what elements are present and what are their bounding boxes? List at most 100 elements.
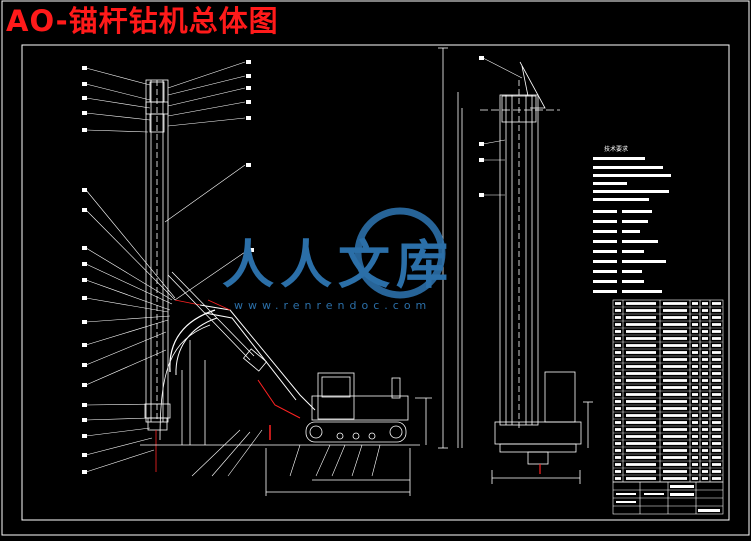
table-cell-text	[712, 344, 721, 347]
table-cell-text	[712, 365, 721, 368]
table-cell-text	[615, 470, 621, 473]
table-cell-text	[615, 393, 621, 396]
notes-lines	[593, 157, 671, 293]
table-cell-text	[692, 323, 698, 326]
table-cell-text	[702, 400, 708, 403]
table-cell-text	[702, 477, 708, 480]
table-cell-text	[663, 470, 687, 473]
table-cell-text	[692, 477, 698, 480]
table-cell-text	[712, 470, 721, 473]
table-cell-text	[615, 477, 621, 480]
table-cell-text	[692, 400, 698, 403]
table-cell-text	[663, 442, 687, 445]
table-cell-text	[712, 379, 721, 382]
table-cell-text	[615, 435, 621, 438]
table-cell-text	[663, 337, 687, 340]
table-cell-text	[712, 463, 721, 466]
table-cell-text	[702, 393, 708, 396]
table-cell-text	[712, 337, 721, 340]
table-cell-text	[663, 456, 687, 459]
table-cell-text	[615, 358, 621, 361]
table-cell-text	[692, 386, 698, 389]
table-cell-text	[712, 449, 721, 452]
table-cell-text	[626, 470, 656, 473]
table-cell-text	[663, 316, 687, 319]
table-cell-text	[712, 330, 721, 333]
table-cell-text	[692, 393, 698, 396]
table-cell-text	[692, 302, 698, 305]
table-cell-text	[702, 358, 708, 361]
table-cell-text	[712, 393, 721, 396]
table-cell-text	[712, 358, 721, 361]
table-cell-text	[702, 379, 708, 382]
table-cell-text	[692, 344, 698, 347]
table-cell-text	[615, 309, 621, 312]
table-cell-text	[615, 379, 621, 382]
table-cell-text	[615, 365, 621, 368]
table-cell-text	[692, 428, 698, 431]
table-cell-text	[702, 344, 708, 347]
table-cell-text	[663, 372, 687, 375]
table-cell-text	[626, 449, 656, 452]
table-cell-text	[626, 386, 656, 389]
table-cell-text	[692, 358, 698, 361]
title-block	[612, 481, 724, 515]
table-cell-text	[692, 372, 698, 375]
table-cell-text	[615, 386, 621, 389]
table-cell-text	[615, 463, 621, 466]
table-cell-text	[626, 456, 656, 459]
table-cell-text	[702, 330, 708, 333]
table-cell-text	[692, 463, 698, 466]
table-cell-text	[615, 421, 621, 424]
table-cell-text	[626, 302, 656, 305]
table-cell-text	[626, 393, 656, 396]
table-cell-text	[692, 442, 698, 445]
table-cell-text	[692, 316, 698, 319]
table-cell-text	[615, 344, 621, 347]
table-cell-text	[663, 407, 687, 410]
table-cell-text	[626, 344, 656, 347]
table-cell-text	[663, 428, 687, 431]
table-cell-text	[702, 456, 708, 459]
table-cell-text	[615, 456, 621, 459]
table-cell-text	[702, 449, 708, 452]
table-cell-text	[626, 330, 656, 333]
left-view	[82, 60, 432, 496]
table-cell-text	[626, 316, 656, 319]
table-cell-text	[615, 449, 621, 452]
table-cell-text	[712, 400, 721, 403]
table-cell-text	[626, 309, 656, 312]
table-cell-text	[692, 407, 698, 410]
table-cell-text	[626, 463, 656, 466]
table-cell-text	[712, 316, 721, 319]
table-cell-text	[615, 400, 621, 403]
table-cell-text	[615, 330, 621, 333]
table-cell-text	[663, 302, 687, 305]
table-cell-text	[626, 337, 656, 340]
table-cell-text	[692, 351, 698, 354]
table-cell-text	[663, 344, 687, 347]
excavator-body	[311, 395, 409, 421]
table-cell-text	[626, 428, 656, 431]
table-cell-text	[702, 435, 708, 438]
table-cell-text	[692, 456, 698, 459]
table-cell-text	[615, 337, 621, 340]
table-cell-text	[712, 456, 721, 459]
table-cell-text	[626, 414, 656, 417]
table-cell-text	[692, 337, 698, 340]
table-cell-text	[702, 302, 708, 305]
table-cell-text	[692, 330, 698, 333]
table-cell-text	[626, 400, 656, 403]
table-cell-text	[702, 365, 708, 368]
table-cell-text	[712, 414, 721, 417]
table-cell-text	[626, 442, 656, 445]
table-cell-text	[702, 428, 708, 431]
table-cell-text	[702, 407, 708, 410]
table-cell-text	[663, 449, 687, 452]
table-cell-text	[615, 428, 621, 431]
watermark: 人人文库 www.renrendoc.com	[222, 205, 512, 315]
table-cell-text	[615, 302, 621, 305]
table-cell-text	[712, 309, 721, 312]
table-cell-text	[692, 379, 698, 382]
